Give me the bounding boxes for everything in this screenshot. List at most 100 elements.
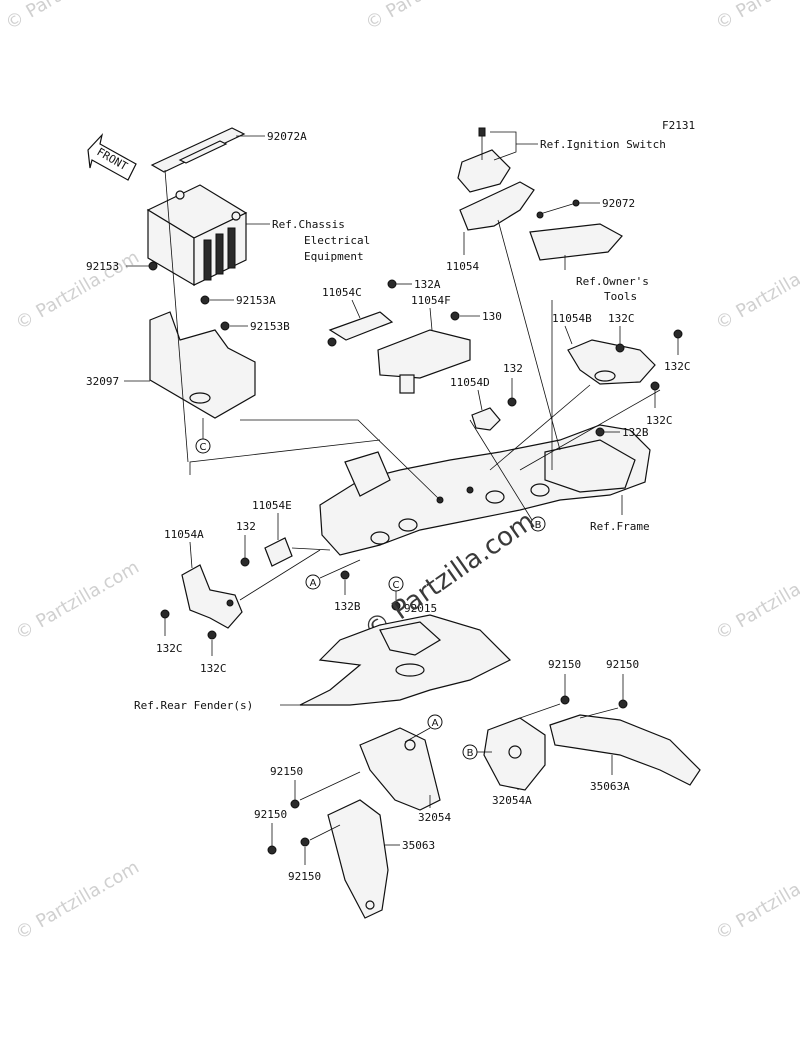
label-ref-ignition-switch: Ref.Ignition Switch [540, 138, 666, 151]
label-11054e: 11054E [252, 499, 292, 512]
label-132c: 132C [156, 642, 183, 655]
rear-frame [319, 424, 651, 556]
bolt-icon [148, 261, 158, 271]
bracket-11054b [567, 339, 656, 385]
label-11054d: 11054D [450, 376, 490, 389]
bolt-icon [650, 381, 660, 391]
label-92150: 92150 [606, 658, 639, 671]
label-92072: 92072 [602, 197, 635, 210]
callout-c-label: C [200, 442, 207, 453]
rear-fender [299, 614, 512, 706]
bracket-32054a [483, 717, 546, 791]
bracket-11054e [264, 537, 293, 567]
label-ref-frame: Ref.Frame [590, 520, 650, 533]
ignition-bracket [457, 127, 535, 231]
figure-code: F2131 [662, 119, 695, 132]
label-ref-owners-tools-2: Tools [604, 290, 637, 303]
watermark: © Partzilla.com [712, 247, 800, 335]
bolt-icon [300, 837, 310, 847]
bolt-icon [207, 630, 217, 640]
label-132c: 132C [608, 312, 635, 325]
label-132c: 132C [664, 360, 691, 373]
bracket-11054c [327, 311, 394, 347]
bolt-icon [673, 329, 683, 339]
watermark: © Partzilla.com [12, 557, 143, 645]
label-35063: 35063 [402, 839, 435, 852]
label-132b: 132B [334, 600, 361, 613]
label-ref-rear-fender: Ref.Rear Fender(s) [134, 699, 253, 712]
watermark: © Partzilla.com [712, 557, 800, 645]
label-32054a: 32054A [492, 794, 532, 807]
callout-a-label: A [432, 718, 439, 729]
battery-strap [150, 127, 246, 173]
label-92150: 92150 [548, 658, 581, 671]
label-ref-chassis-2: Electrical [304, 234, 370, 247]
bolt-icon [160, 609, 170, 619]
label-ref-chassis: Ref.Chassis [272, 218, 345, 231]
label-35063a: 35063A [590, 780, 630, 793]
label-32097: 32097 [86, 375, 119, 388]
callout-b-label: B [535, 520, 542, 531]
label-132a: 132A [414, 278, 441, 291]
label-92153b: 92153B [250, 320, 290, 333]
owners-tool-kit [529, 199, 623, 261]
callout-a [305, 574, 321, 590]
label-ref-chassis-3: Equipment [304, 250, 364, 263]
bracket-35063a [549, 714, 701, 786]
bolt-icon [450, 311, 460, 321]
bracket-32054 [359, 727, 441, 811]
bolt-icon [615, 343, 625, 353]
grommet-icon [391, 601, 401, 611]
battery-case [149, 311, 256, 419]
bracket-35063 [327, 799, 389, 919]
bolt-icon [387, 279, 397, 289]
label-92015: 92015 [404, 602, 437, 615]
label-132: 132 [236, 520, 256, 533]
bolt-icon [618, 699, 628, 709]
label-11054b: 11054B [552, 312, 592, 325]
bracket-11054d [471, 407, 501, 431]
bolt-icon [340, 570, 350, 580]
watermark: © Partzilla.com [12, 857, 143, 945]
watermark: © Partzilla.com [12, 247, 143, 335]
label-ref-owners-tools: Ref.Owner's [576, 275, 649, 288]
battery [146, 184, 248, 287]
label-11054: 11054 [446, 260, 479, 273]
label-92072a: 92072A [267, 130, 307, 143]
watermark: © Partzilla.com [2, 0, 133, 34]
bolt-icon [560, 695, 570, 705]
bracket-11054f [377, 329, 471, 394]
bolt-icon [220, 321, 230, 331]
label-92150: 92150 [270, 765, 303, 778]
bolt-icon [290, 799, 300, 809]
watermark: © Partzilla.com [712, 857, 800, 945]
label-132c: 132C [646, 414, 673, 427]
watermark: © Partzilla.com [362, 0, 493, 34]
label-92153: 92153 [86, 260, 119, 273]
label-11054a: 11054A [164, 528, 204, 541]
callout-b [530, 516, 546, 532]
label-11054c: 11054C [322, 286, 362, 299]
callout-b-label: B [467, 748, 474, 759]
bolt-icon [507, 397, 517, 407]
label-132c: 132C [200, 662, 227, 675]
label-132b: 132B [622, 426, 649, 439]
label-32054: 32054 [418, 811, 451, 824]
label-130: 130 [482, 310, 502, 323]
bolt-icon [200, 295, 210, 305]
callout-a-label: A [310, 578, 317, 589]
label-92150: 92150 [288, 870, 321, 883]
callout-a [427, 714, 443, 730]
bolt-icon [240, 557, 250, 567]
watermark: © Partzilla.com [712, 0, 800, 34]
bracket-11054a [181, 564, 243, 629]
label-92150: 92150 [254, 808, 287, 821]
bolt-icon [595, 427, 605, 437]
label-92153a: 92153A [236, 294, 276, 307]
callout-c-label: C [393, 580, 400, 591]
front-arrow-icon: FRONT [87, 132, 137, 181]
label-11054f: 11054F [411, 294, 451, 307]
bolt-icon [267, 845, 277, 855]
